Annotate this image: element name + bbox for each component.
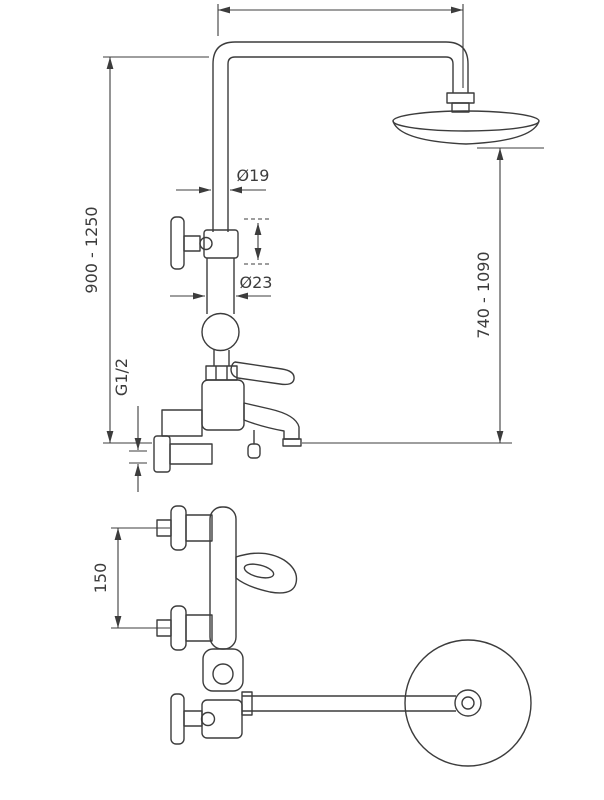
thread-dimension (129, 406, 147, 492)
head-height-dimension (302, 147, 544, 444)
mixer-body-top-view (209, 506, 237, 650)
riser-pipe-inner-line (227, 56, 454, 232)
diverter-body (203, 229, 239, 259)
inlet-spacing-dimension (111, 527, 170, 629)
label-tube-diameter: Ø23 (240, 273, 273, 292)
shower-head-overhead (404, 639, 532, 767)
column-overhead-view (170, 639, 532, 767)
head-connector-upper (446, 92, 475, 104)
wall-flange (153, 435, 171, 473)
lower-union (185, 614, 213, 642)
mixer-body (201, 379, 245, 431)
lever-top-view (243, 563, 275, 579)
upper-flange (170, 505, 187, 551)
spout-aerator (282, 438, 302, 447)
shower-head-top-face (392, 110, 540, 132)
ball-joint (201, 312, 240, 352)
label-inlet-spacing: 150 (91, 563, 110, 594)
upper-inlet-assembly (156, 505, 213, 551)
arm-connector-overhead (241, 691, 253, 716)
spout-top-view (235, 552, 298, 594)
label-thread-size: G1/2 (112, 358, 131, 396)
diverter-handle-stem (183, 235, 201, 252)
upper-union (185, 514, 213, 542)
overhead-handle-hub (200, 711, 216, 727)
lower-flange (170, 605, 187, 651)
dimensions (103, 4, 544, 629)
riser-pipe-outer-line (212, 41, 469, 232)
label-overall-height: 900 - 1250 (82, 206, 101, 293)
label-pipe-diameter: Ø19 (237, 166, 270, 185)
diverter-pull-knob (247, 443, 261, 459)
head-center-ring-inner (461, 696, 475, 710)
mixer-lever (230, 361, 295, 386)
inlet-pipe (169, 443, 213, 465)
shower-head-side-view (392, 92, 540, 145)
head-connector-lower (451, 102, 470, 113)
overhead-handle-stem (183, 710, 203, 727)
shower-head-dish (392, 120, 540, 145)
diverter-overhead (170, 693, 243, 745)
mixer-top-view (156, 505, 298, 651)
mixer-side-view (153, 361, 302, 473)
slide-adjustment-indicator (244, 218, 272, 265)
holder-ring (212, 663, 234, 685)
lower-inlet-assembly (156, 605, 213, 651)
side-view-shower-column (153, 41, 540, 473)
overhead-handle-bar (170, 693, 185, 745)
overhead-valve-body (201, 699, 243, 739)
holder-outline (202, 648, 244, 692)
diverter-handle-bar (170, 216, 185, 270)
wall-union (161, 409, 203, 437)
dimension-labels: 900 - 1250 Ø19 Ø23 G1/2 740 - 1090 150 (82, 166, 493, 593)
label-head-height: 740 - 1090 (474, 251, 493, 338)
diverter-handle-hub (199, 236, 213, 251)
top-width-dimension (217, 4, 464, 88)
drawing-root: 900 - 1250 Ø19 Ø23 G1/2 740 - 1090 150 (82, 4, 544, 767)
handshower-holder (202, 648, 244, 692)
overall-height-dimension (103, 56, 209, 444)
head-center-ring-outer (454, 689, 482, 717)
diverter-cross-handle (170, 216, 213, 270)
tub-spout (243, 402, 300, 440)
